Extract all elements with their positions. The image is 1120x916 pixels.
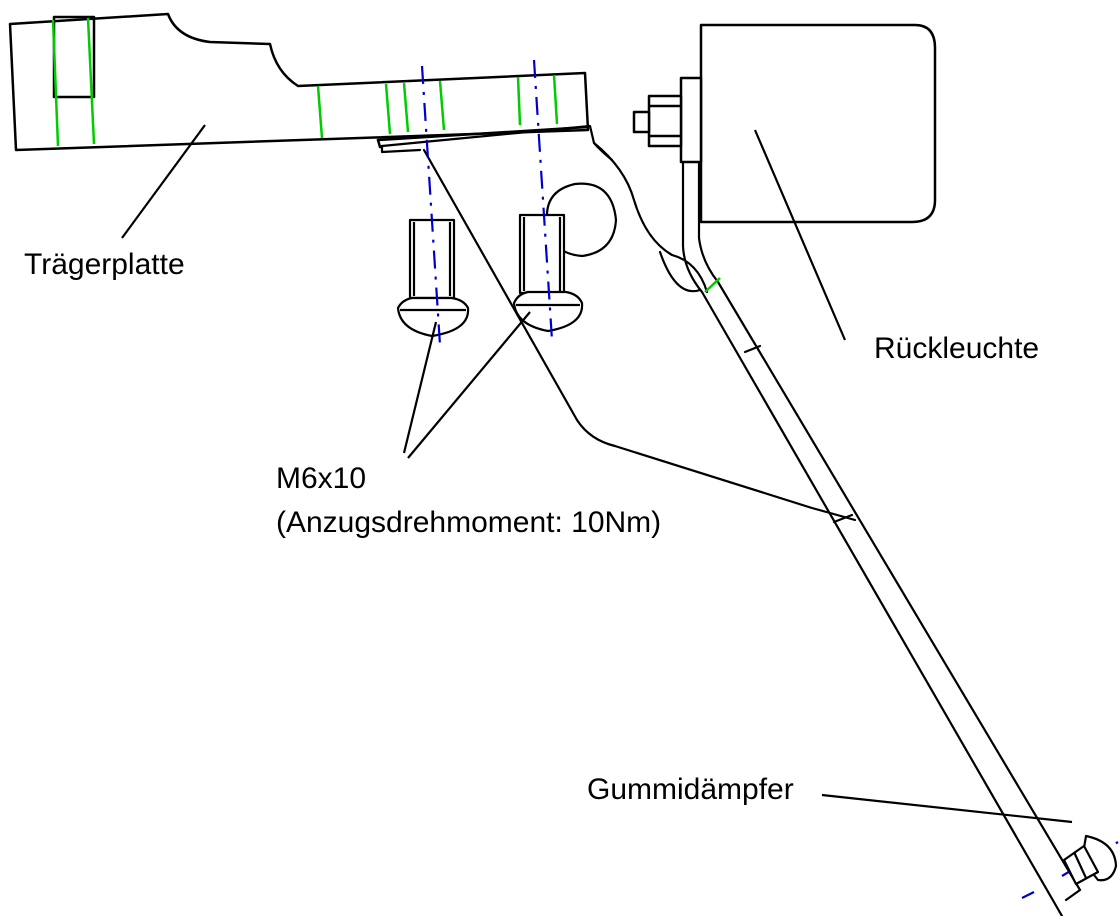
screw-left — [396, 218, 470, 338]
bracket — [380, 94, 1082, 916]
bracket-hidden-edge — [704, 277, 721, 293]
rear-light — [632, 23, 937, 224]
rubber-damper — [1062, 834, 1118, 886]
label-gummidaempfer: Gummidämpfer — [587, 773, 794, 806]
label-screw-torque: (Anzugsdrehmoment: 10Nm) — [276, 506, 662, 539]
carrier-plate-hidden-edges — [51, 17, 559, 147]
label-screw-size: M6x10 — [276, 462, 367, 495]
screw-right — [512, 213, 584, 333]
label-traegerplatte: Trägerplatte — [24, 248, 185, 281]
label-rueckleuchte: Rückleuchte — [874, 332, 1040, 365]
leader-lines — [121, 124, 1073, 824]
